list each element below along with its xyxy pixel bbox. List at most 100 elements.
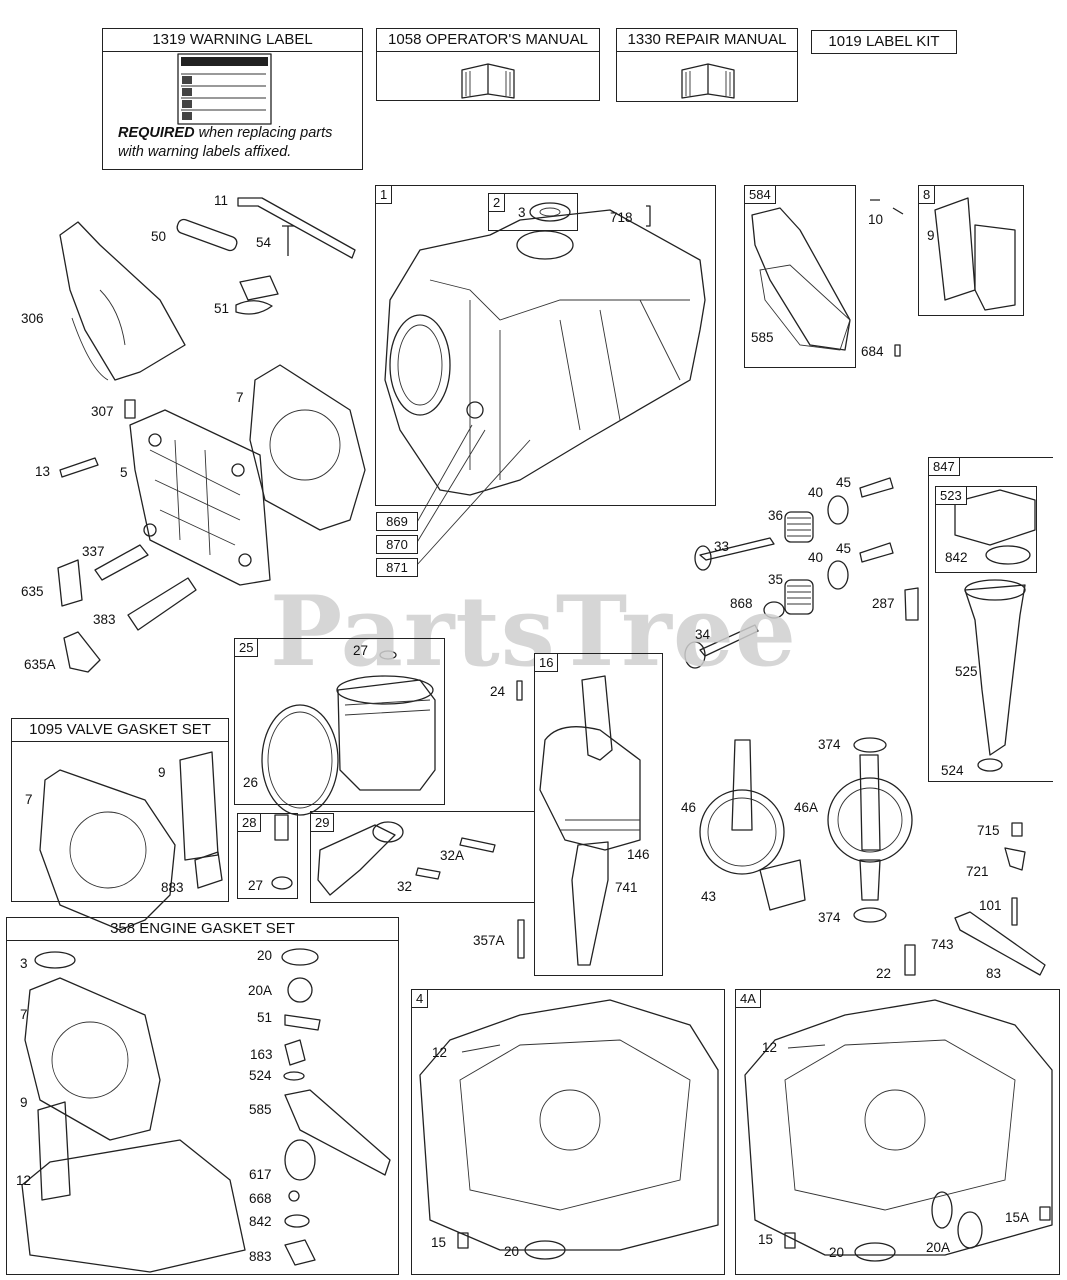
callout-374b[interactable]: 374 — [818, 910, 841, 925]
callout-883a[interactable]: 883 — [161, 880, 184, 895]
callout-20ab[interactable]: 20A — [926, 1240, 951, 1255]
callout-842b[interactable]: 842 — [249, 1214, 272, 1229]
group-box-8[interactable] — [918, 185, 1024, 316]
callout-635a[interactable]: 635A — [24, 657, 56, 672]
callout-15aa[interactable]: 15A — [1005, 1210, 1030, 1225]
callout-11[interactable]: 11 — [214, 193, 229, 208]
callout-45a[interactable]: 45 — [836, 475, 852, 490]
group-box-25[interactable] — [234, 638, 445, 805]
callout-337[interactable]: 337 — [82, 544, 105, 559]
callout-7c[interactable]: 7 — [20, 1007, 28, 1022]
callout-46a[interactable]: 46A — [794, 800, 819, 815]
callout-40a[interactable]: 40 — [808, 485, 824, 500]
callout-668[interactable]: 668 — [249, 1191, 272, 1206]
warning-label-box[interactable]: 1319 WARNING LABEL — [102, 28, 363, 170]
callout-374a[interactable]: 374 — [818, 737, 841, 752]
callout-20c[interactable]: 20 — [829, 1245, 845, 1260]
callout-101[interactable]: 101 — [979, 898, 1002, 913]
callout-5[interactable]: 5 — [120, 465, 128, 480]
callout-12a[interactable]: 12 — [16, 1173, 32, 1188]
group-box-16[interactable] — [534, 653, 663, 976]
callout-383[interactable]: 383 — [93, 612, 116, 627]
callout-32[interactable]: 32 — [397, 879, 413, 894]
callout-12b[interactable]: 12 — [432, 1045, 448, 1060]
callout-32a[interactable]: 32A — [440, 848, 465, 863]
group-box-4[interactable] — [411, 989, 725, 1275]
group-box-29[interactable] — [310, 811, 535, 903]
callout-715[interactable]: 715 — [977, 823, 1000, 838]
callout-51b[interactable]: 51 — [257, 1010, 273, 1025]
ref-869[interactable]: 869 — [376, 512, 418, 531]
callout-27a[interactable]: 27 — [353, 643, 369, 658]
ref-870[interactable]: 870 — [376, 535, 418, 554]
callout-306[interactable]: 306 — [21, 311, 44, 326]
callout-3b[interactable]: 3 — [20, 956, 28, 971]
callout-36[interactable]: 36 — [768, 508, 784, 523]
callout-287[interactable]: 287 — [872, 596, 895, 611]
callout-743[interactable]: 743 — [931, 937, 954, 952]
group-box-847[interactable] — [928, 457, 1053, 782]
callout-83[interactable]: 83 — [986, 966, 1002, 981]
callout-33[interactable]: 33 — [714, 539, 730, 554]
callout-45b[interactable]: 45 — [836, 541, 852, 556]
callout-10[interactable]: 10 — [868, 212, 884, 227]
callout-34[interactable]: 34 — [695, 627, 711, 642]
callout-357a[interactable]: 357A — [473, 933, 505, 948]
callout-20b[interactable]: 20 — [504, 1244, 520, 1259]
callout-9a[interactable]: 9 — [927, 228, 935, 243]
callout-525[interactable]: 525 — [955, 664, 978, 679]
group-box-523[interactable] — [935, 486, 1037, 573]
callout-15b[interactable]: 15 — [758, 1232, 774, 1247]
callout-524b[interactable]: 524 — [249, 1068, 272, 1083]
callout-524a[interactable]: 524 — [941, 763, 964, 778]
callout-842a[interactable]: 842 — [945, 550, 968, 565]
callout-617[interactable]: 617 — [249, 1167, 272, 1182]
callout-35[interactable]: 35 — [768, 572, 784, 587]
callout-7b[interactable]: 7 — [25, 792, 33, 807]
callout-43[interactable]: 43 — [701, 889, 717, 904]
callout-585b[interactable]: 585 — [249, 1102, 272, 1117]
callout-146[interactable]: 146 — [627, 847, 650, 862]
label-kit-box[interactable]: 1019 LABEL KIT — [811, 30, 957, 54]
repair-manual-box[interactable]: 1330 REPAIR MANUAL — [616, 28, 798, 102]
callout-868[interactable]: 868 — [730, 596, 753, 611]
callout-9c[interactable]: 9 — [20, 1095, 28, 1110]
callout-54[interactable]: 54 — [256, 235, 272, 250]
callout-307[interactable]: 307 — [91, 404, 114, 419]
group-box-28[interactable] — [237, 813, 298, 899]
callout-20a[interactable]: 20 — [257, 948, 273, 963]
callout-51[interactable]: 51 — [214, 301, 230, 316]
group-box-584[interactable] — [744, 185, 856, 368]
ref-871[interactable]: 871 — [376, 558, 418, 577]
crankshaft-part — [581, 675, 613, 761]
valve-gasket-set-box[interactable]: 1095 VALVE GASKET SET — [11, 718, 229, 902]
callout-585a[interactable]: 585 — [751, 330, 774, 345]
callout-15a[interactable]: 15 — [431, 1235, 447, 1250]
callout-883b[interactable]: 883 — [249, 1249, 272, 1264]
callout-684[interactable]: 684 — [861, 344, 884, 359]
callout-26[interactable]: 26 — [243, 775, 259, 790]
callout-163[interactable]: 163 — [250, 1047, 273, 1062]
callout-721[interactable]: 721 — [966, 864, 989, 879]
group-box-4a[interactable] — [735, 989, 1060, 1275]
callout-12c[interactable]: 12 — [762, 1040, 778, 1055]
callout-635[interactable]: 635 — [21, 584, 44, 599]
engine-gasket-set-box[interactable]: 358 ENGINE GASKET SET — [6, 917, 399, 1275]
callout-22[interactable]: 22 — [876, 966, 892, 981]
callout-50[interactable]: 50 — [151, 229, 167, 244]
callout-7a[interactable]: 7 — [236, 390, 244, 405]
tag-29: 29 — [310, 813, 335, 832]
callout-741[interactable]: 741 — [615, 880, 638, 895]
callout-24[interactable]: 24 — [490, 684, 506, 699]
callout-3a[interactable]: 3 — [518, 205, 526, 220]
callout-27b[interactable]: 27 — [248, 878, 264, 893]
callout-20aa[interactable]: 20A — [248, 983, 273, 998]
group-box-2[interactable] — [488, 193, 578, 231]
callout-13[interactable]: 13 — [35, 464, 51, 479]
callout-46[interactable]: 46 — [681, 800, 697, 815]
callout-9b[interactable]: 9 — [158, 765, 166, 780]
callout-718[interactable]: 718 — [610, 210, 633, 225]
operators-manual-box[interactable]: 1058 OPERATOR'S MANUAL — [376, 28, 600, 101]
callout-40b[interactable]: 40 — [808, 550, 824, 565]
group-box-1[interactable] — [375, 185, 716, 506]
